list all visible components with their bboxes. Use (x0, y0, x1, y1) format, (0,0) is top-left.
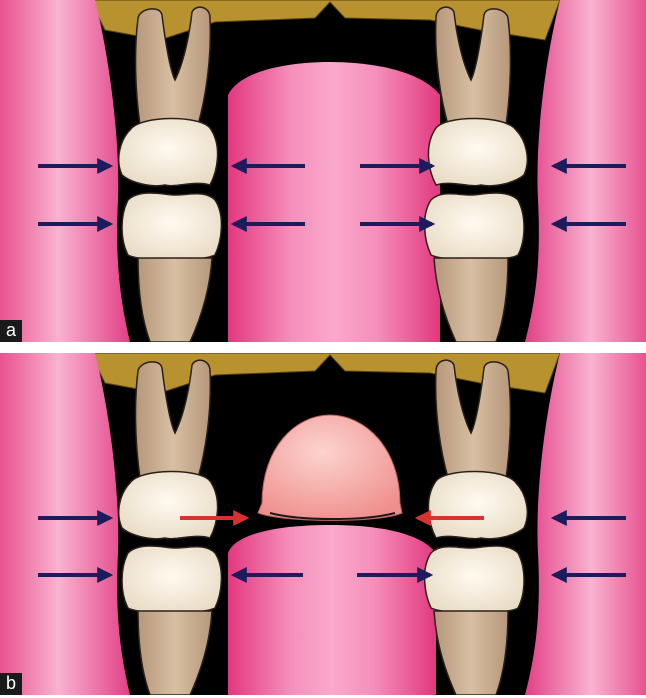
panel-label-a: a (0, 320, 22, 342)
left-lower-tooth-crown (122, 546, 221, 613)
left-upper-tooth-crown (119, 471, 218, 538)
panel-a: a (0, 0, 646, 342)
tongue (228, 62, 440, 342)
panel-b: b (0, 353, 646, 695)
left-upper-tooth-crown (119, 118, 218, 185)
right-upper-tooth-crown (428, 471, 527, 538)
panel-label-b: b (0, 673, 22, 695)
panel-a-illustration (0, 0, 646, 342)
right-lower-tooth-crown (425, 546, 524, 613)
right-lower-tooth-crown (425, 193, 524, 260)
panel-b-illustration (0, 353, 646, 695)
left-lower-tooth-crown (122, 193, 221, 260)
tongue (228, 525, 436, 695)
right-upper-tooth-crown (428, 118, 527, 185)
